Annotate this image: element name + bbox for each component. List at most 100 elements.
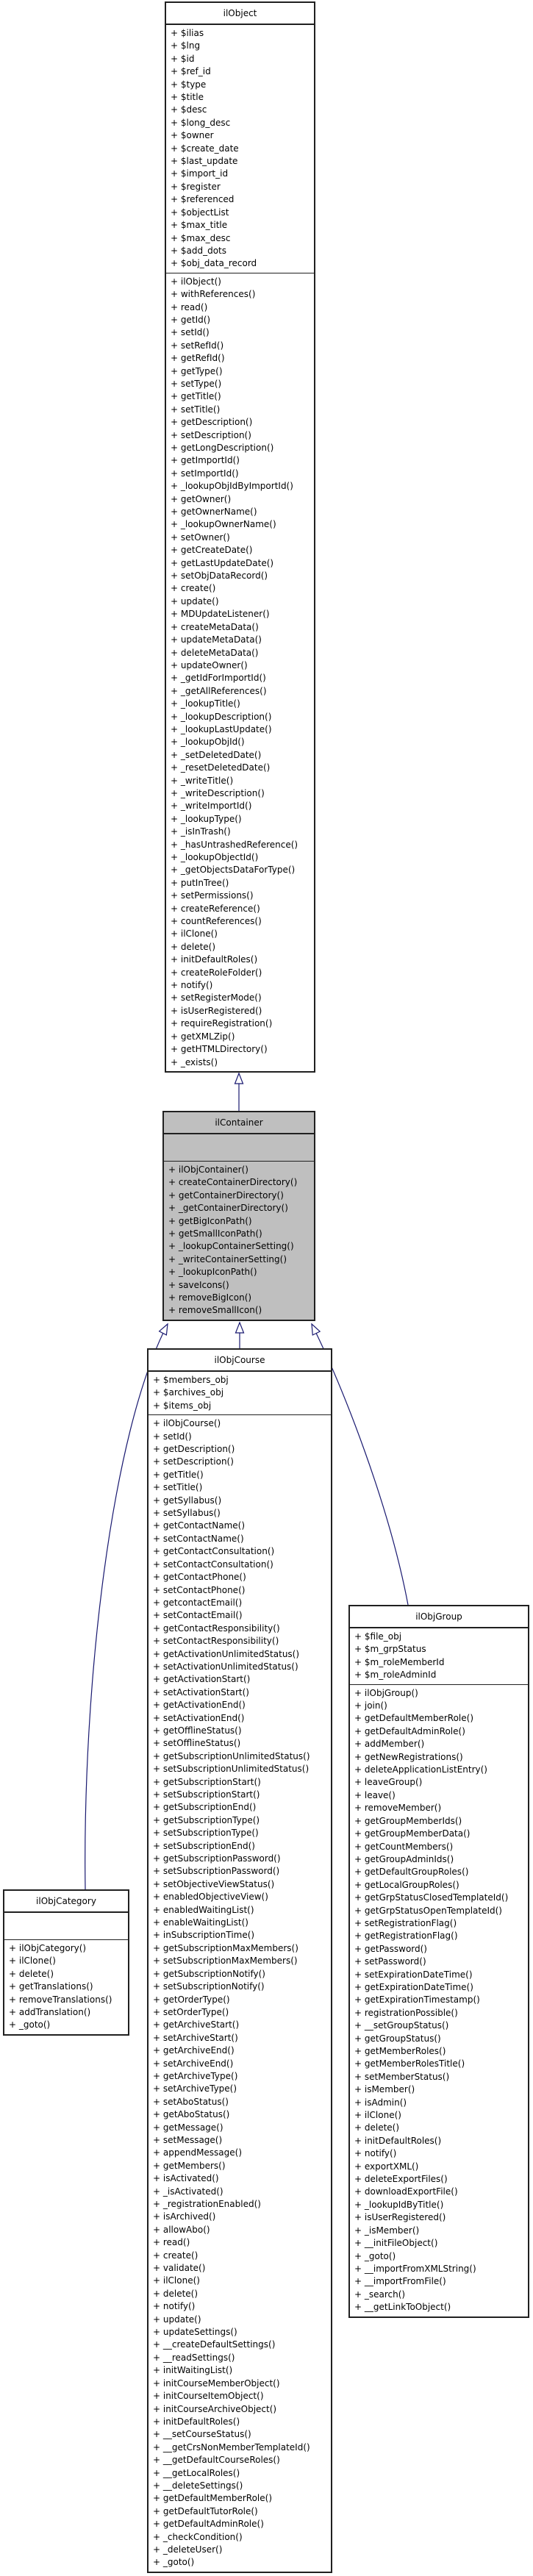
member-row: + getRegistrationFlag() [354,1931,458,1942]
member-row: + $last_update [171,156,238,167]
member-row: + setRefId() [171,340,224,351]
member-row: + setObjectiveViewStatus() [153,1878,275,1889]
member-row: + _lookupObjectId() [171,852,259,862]
member-row: + getTranslations() [9,1981,93,1992]
member-row: + getMembers() [153,2160,226,2171]
member-row: + getXMLZip() [171,1031,235,1042]
methods-section: + ilObjCourse()+ setId()+ getDescription… [149,1415,331,2572]
member-row: + getDefaultAdminRole() [354,1725,465,1736]
class-box-ilContainer: ilContainer + ilObjContainer()+ createCo… [162,1111,315,1321]
member-row: + __setGroupStatus() [354,2020,449,2031]
member-row: + getOfflineStatus() [153,1725,242,1736]
member-row: + getRefId() [171,353,225,364]
member-row: + getDefaultMemberRole() [354,1713,473,1724]
member-row: + _writeContainerSetting() [168,1253,287,1264]
member-row: + removeSmallIcon() [168,1305,262,1316]
member-row: + getId() [171,314,211,325]
member-row: + getBigIconPath() [168,1215,252,1226]
member-row: + getContainerDirectory() [168,1189,284,1201]
member-row: + notify() [354,2148,397,2159]
class-box-ilObjGroup: ilObjGroup + $file_obj+ $m_grpStatus+ $m… [348,1605,529,2318]
member-row: + removeMember() [354,1803,442,1814]
member-row: + getGrpStatusOpenTemplateId() [354,1905,502,1916]
class-title: ilObjGroup [350,1606,528,1628]
member-row: + getOwner() [171,493,232,504]
member-row: + _lookupOwnerName() [171,519,276,530]
attributes-section: + $members_obj+ $archives_obj+ $items_ob… [149,1372,331,1416]
member-row: + setSubscriptionNotify() [153,1981,265,1992]
member-row: + __importFromFile() [354,2276,446,2287]
member-row: + _getObjectsDataForType() [171,865,296,876]
member-row: + setRegisterMode() [171,992,262,1003]
member-row: + enabledObjectiveView() [153,1892,268,1903]
member-row: + _lookupIdByTitle() [354,2199,444,2210]
member-row: + getSmallIconPath() [168,1228,262,1239]
member-row: + create() [171,583,216,594]
member-row: + _getAllReferences() [171,685,267,696]
member-row: + _isActivated() [153,2186,223,2197]
member-row: + validate() [153,2263,206,2274]
member-row: + setTitle() [171,404,221,415]
member-row: + $id [171,53,195,64]
member-row: + initDefaultRoles() [153,2416,240,2427]
member-row: + appendMessage() [153,2147,243,2158]
member-row: + setPermissions() [171,890,254,901]
member-row: + _isMember() [354,2225,420,2236]
member-row: + notify() [153,2301,196,2312]
member-row: + _getIdForImportId() [171,673,266,684]
member-row: + create() [153,2250,198,2261]
member-row: + $type [171,79,207,90]
member-row: + getSubscriptionType() [153,1814,260,1825]
member-row: + read() [153,2237,190,2248]
member-row: + setTitle() [153,1482,203,1493]
member-row: + _setDeletedDate() [171,749,262,760]
member-row: + _lookupIconPath() [168,1267,257,1278]
member-row: + initCourseItemObject() [153,2391,264,2402]
class-title: ilObject [166,3,314,25]
methods-section: + ilObjCategory()+ ilClone()+ delete()+ … [4,1940,128,2034]
class-box-ilObjCategory: ilObjCategory + ilObjCategory()+ ilClone… [3,1889,129,2036]
member-row: + ilClone() [9,1956,56,1967]
member-row: + ilClone() [171,929,218,940]
member-row: + setContactName() [153,1533,244,1544]
member-row: + setDescription() [153,1456,234,1467]
member-row: + getActivationEnd() [153,1700,246,1711]
member-row: + setPassword() [354,1956,426,1967]
member-row: + delete() [153,2288,198,2299]
member-row: + setOrderType() [153,2006,229,2017]
member-row: + initWaitingList() [153,2365,233,2376]
member-row: + ilObjContainer() [168,1164,248,1175]
member-row: + $add_dots [171,245,227,256]
member-row: + _writeTitle() [171,775,234,786]
member-row: + update() [153,2314,201,2325]
member-row: + _getContainerDirectory() [168,1203,288,1214]
member-row: + getArchiveEnd() [153,2045,235,2056]
member-row: + $file_obj [354,1631,402,1642]
member-row: + setContactPhone() [153,1584,246,1595]
member-row: + getDefaultTutorRole() [153,2505,258,2516]
member-row: + setOwner() [171,532,230,543]
member-row: + getSubscriptionUnlimitedStatus() [153,1750,310,1761]
member-row: + setSubscriptionMaxMembers() [153,1956,298,1967]
member-row: + isUserRegistered() [354,2212,446,2223]
member-row: + __getDefaultCourseRoles() [153,2455,280,2466]
member-row: + leave() [354,1789,396,1800]
member-row: + getMemberRoles() [354,2046,446,2056]
member-row: + setExpirationDateTime() [354,1969,473,1980]
member-row: + __getLinkToObject() [354,2302,451,2313]
member-row: + getOwnerName() [171,507,257,518]
member-row: + $referenced [171,194,235,205]
member-row: + setArchiveEnd() [153,2058,234,2069]
member-row: + putInTree() [171,877,229,888]
member-row: + _registrationEnabled() [153,2199,261,2209]
member-row: + _search() [354,2289,406,2300]
member-row: + setSubscriptionUnlimitedStatus() [153,1764,310,1775]
member-row: + update() [171,595,219,607]
class-title: ilObjCourse [149,1350,331,1372]
member-row: + getPassword() [354,1943,427,1954]
member-row: + $m_roleAdminId [354,1670,437,1681]
member-row: + setImportId() [171,468,239,479]
member-row: + $create_date [171,143,239,154]
member-row: + getContactResponsibility() [153,1622,280,1634]
member-row: + setSubscriptionType() [153,1828,259,1839]
